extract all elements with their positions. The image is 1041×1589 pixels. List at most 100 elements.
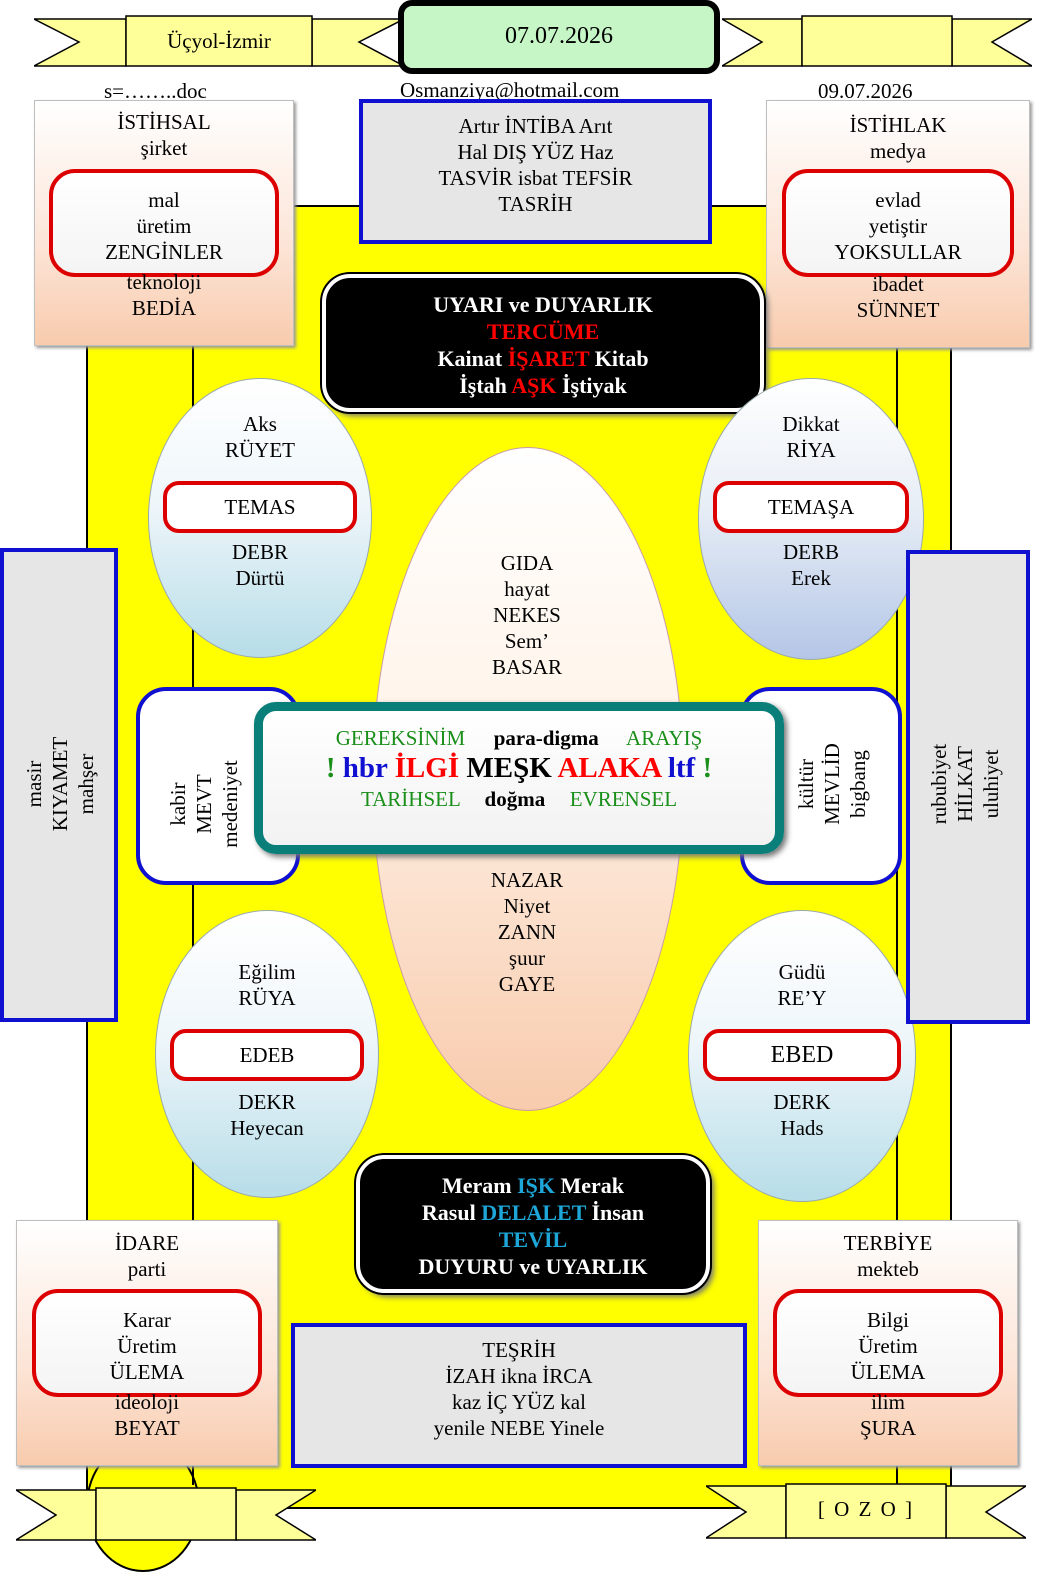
idare-inner-2: Üretim bbox=[117, 1334, 177, 1358]
duyuru-line-1-a: Meram bbox=[441, 1173, 512, 1198]
oval-tr-top-2: RİYA bbox=[786, 438, 836, 462]
hilkat-box bbox=[906, 550, 1030, 1024]
central-oval-top: GIDA hayat NEKES Sem’ BASAR bbox=[372, 550, 682, 680]
istihlak-inner: evlad yetiştir YOKSULLAR bbox=[782, 169, 1014, 277]
top-left-banner-text: Üçyol-İzmir bbox=[167, 29, 271, 53]
mevlid-line-2: MEVLİD bbox=[820, 743, 844, 825]
teshrih-line-2: İZAH ikna İRCA bbox=[445, 1364, 593, 1388]
ilgi-row2-e: ltf bbox=[667, 752, 696, 784]
idare-box: İDARE parti Karar Üretim ÜLEMA ideoloji … bbox=[16, 1220, 278, 1466]
idare-bottom-2: BEYAT bbox=[114, 1416, 180, 1440]
istihlak-inner-2: yetiştir bbox=[868, 214, 928, 238]
date-center-box: 07.07.2026 bbox=[398, 0, 720, 74]
bottom-right-banner-text: [ O Z O ] bbox=[817, 1497, 915, 1521]
central-oval-top-4: Sem’ bbox=[504, 629, 550, 653]
ilgi-row2-ex2: ! bbox=[702, 752, 713, 784]
idare-bottom-1: ideoloji bbox=[114, 1390, 180, 1414]
uyari-line-1: UYARI ve DUYARLIK bbox=[433, 292, 653, 317]
uyari-line-4-a: İştah bbox=[459, 373, 507, 398]
kiyamet-line-3: mahşer bbox=[74, 753, 98, 815]
date-right: 09.07.2026 bbox=[818, 79, 913, 103]
oval-tl-bottom-1: DEBR bbox=[231, 540, 288, 564]
oval-tl-pill-text: TEMAS bbox=[224, 495, 296, 519]
ilgi-row-1: GEREKSİNİM para-digma ARAYIŞ bbox=[263, 725, 775, 751]
istihlak-sub: medya bbox=[870, 139, 926, 163]
central-oval-top-2: hayat bbox=[504, 577, 550, 601]
oval-bl-pill: EDEB bbox=[170, 1029, 364, 1081]
terbiye-bottom: ilim ŞURA bbox=[759, 1389, 1017, 1441]
central-oval-bottom-5: GAYE bbox=[498, 972, 556, 996]
ilgi-row3-c: EVRENSEL bbox=[569, 787, 678, 811]
uyari-line-4-b: AŞK bbox=[511, 373, 557, 398]
oval-tl-top-2: RÜYET bbox=[225, 438, 295, 462]
oval-top-right: Dikkat RİYA TEMAŞA DERB Erek bbox=[698, 378, 924, 660]
istihsal-bottom: teknoloji BEDİA bbox=[35, 269, 293, 321]
ilgi-row-2: ! hbr İLGİ MEŞK ALAKA ltf ! bbox=[263, 751, 775, 785]
terbiye-box: TERBİYE mekteb Bilgi Üretim ÜLEMA ilim Ş… bbox=[758, 1220, 1018, 1466]
duyuru-line-2-c: İnsan bbox=[591, 1200, 645, 1225]
istihsal-sub: şirket bbox=[140, 136, 188, 160]
tasvir-line-2: Hal DIŞ YÜZ Haz bbox=[457, 140, 614, 164]
bottom-left-ribbon bbox=[16, 1487, 316, 1541]
hilkat-line-3: uluhiyet bbox=[979, 749, 1003, 819]
top-right-ribbon bbox=[722, 15, 1032, 67]
ilgi-box: GEREKSİNİM para-digma ARAYIŞ ! hbr İLGİ … bbox=[254, 702, 784, 854]
central-oval-bottom-4: şuur bbox=[508, 946, 546, 970]
oval-bottom-right: Güdü RE’Y EBED DERK Hads bbox=[688, 910, 916, 1202]
ilgi-row2-d: ALAKA bbox=[557, 752, 661, 784]
oval-br-top-1: Güdü bbox=[778, 960, 826, 984]
ilgi-row1-b: para-digma bbox=[493, 726, 599, 750]
top-left-ribbon bbox=[34, 15, 404, 67]
istihsal-title: İSTİHSAL bbox=[117, 110, 211, 134]
teshrih-line-1: TEŞRİH bbox=[482, 1338, 556, 1362]
idare-bottom: ideoloji BEYAT bbox=[17, 1389, 277, 1441]
hilkat-line-2: HİLKAT bbox=[953, 746, 977, 822]
mevt-text: kabir MEVT medeniyet bbox=[165, 714, 243, 894]
tasvir-line-1: Artır İNTİBA Arıt bbox=[458, 114, 613, 138]
ilgi-row2-ex1: ! bbox=[325, 752, 336, 784]
oval-tl-pill: TEMAS bbox=[163, 481, 357, 533]
central-oval-top-1: GIDA bbox=[500, 551, 554, 575]
teshrih-line-4: yenile NEBE Yinele bbox=[433, 1416, 605, 1440]
terbiye-inner-3: ÜLEMA bbox=[850, 1360, 926, 1384]
oval-bl-top-2: RÜYA bbox=[238, 986, 296, 1010]
ilgi-row3-b: doğma bbox=[484, 787, 546, 811]
oval-tr-pill-text: TEMAŞA bbox=[767, 495, 855, 519]
istihsal-inner: mal üretim ZENGİNLER bbox=[49, 169, 279, 277]
oval-tr-pill: TEMAŞA bbox=[713, 481, 909, 533]
teshrih-box: TEŞRİH İZAH ikna İRCA kaz İÇ YÜZ kal yen… bbox=[291, 1323, 747, 1468]
mevlid-line-3: bigbang bbox=[846, 750, 870, 818]
uyari-line-3: Kainat İŞARET Kitab bbox=[326, 345, 760, 372]
uyari-line-3-a: Kainat bbox=[437, 346, 503, 371]
uyari-box: UYARI ve DUYARLIK TERCÜME Kainat İŞARET … bbox=[322, 274, 764, 412]
istihsal-inner-2: üretim bbox=[136, 214, 192, 238]
istihlak-inner-1: evlad bbox=[875, 188, 921, 212]
date-center: 07.07.2026 bbox=[505, 23, 613, 49]
kiyamet-line-2: KIYAMET bbox=[48, 736, 72, 832]
kiyamet-box bbox=[0, 548, 118, 1022]
tasvir-line-3: TASVİR isbat TEFSİR bbox=[438, 166, 633, 190]
uyari-line-2: TERCÜME bbox=[486, 319, 600, 344]
oval-bottom-left: Eğilim RÜYA EDEB DEKR Heyecan bbox=[155, 910, 379, 1198]
uyari-line-3-c: Kitab bbox=[594, 346, 649, 371]
oval-br-pill-text: EBED bbox=[770, 1042, 834, 1068]
idare-title: İDARE bbox=[114, 1231, 180, 1255]
istihlak-title: İSTİHLAK bbox=[849, 113, 947, 137]
ilgi-row2-b: İLGİ bbox=[394, 752, 460, 784]
terbiye-inner-2: Üretim bbox=[858, 1334, 918, 1358]
bottom-right-ribbon bbox=[706, 1483, 1026, 1539]
oval-tr-bottom-1: DERB bbox=[782, 540, 839, 564]
kiyamet-text: masir KIYAMET mahşer bbox=[21, 654, 99, 914]
ilgi-row1-c: ARAYIŞ bbox=[626, 726, 703, 750]
oval-tl-bottom-2: Dürtü bbox=[235, 566, 285, 590]
mevlid-line-1: kültür bbox=[794, 758, 818, 810]
istihsal-bottom-1: teknoloji bbox=[126, 270, 202, 294]
central-oval-top-5: BASAR bbox=[491, 655, 563, 679]
oval-br-pill: EBED bbox=[703, 1029, 901, 1081]
ilgi-row-3: TARİHSEL doğma EVRENSEL bbox=[263, 785, 775, 813]
hilkat-text: rububiyet HİLKAT uluhiyet bbox=[926, 654, 1004, 914]
istihlak-bottom-2: SÜNNET bbox=[856, 298, 940, 322]
email-label: Osmanziya@hotmail.com bbox=[400, 78, 620, 102]
idare-inner-1: Karar bbox=[123, 1308, 171, 1332]
istihlak-inner-3: YOKSULLAR bbox=[834, 240, 962, 264]
